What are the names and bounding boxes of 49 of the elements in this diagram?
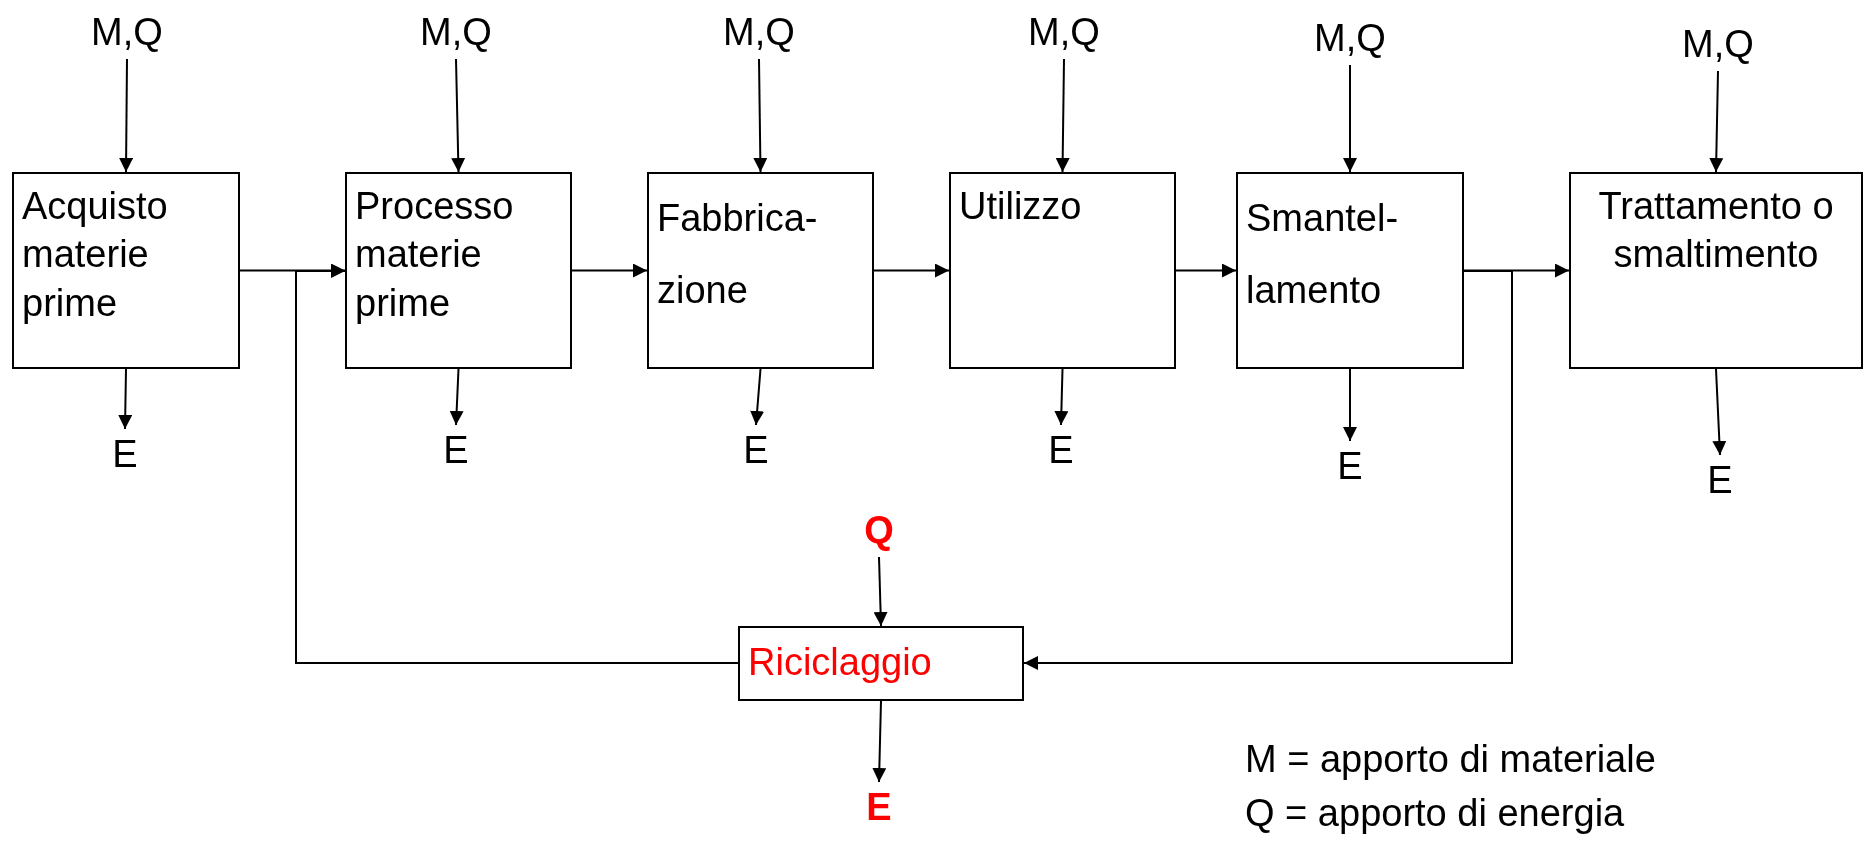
process-box [1236, 172, 1464, 369]
box-label: Utilizzo [959, 184, 1082, 229]
arrow [1343, 64, 1357, 173]
flow-label: E [1665, 455, 1775, 507]
arrow [1054, 368, 1069, 426]
flow-label: M,Q [401, 7, 511, 59]
flow-label: E [401, 425, 511, 477]
arrow [451, 58, 466, 173]
arrow [872, 700, 887, 783]
process-box [738, 626, 1024, 701]
flow-label: E [1006, 425, 1116, 477]
arrow [1712, 368, 1727, 456]
arrow [753, 58, 768, 173]
flow-label: M,Q [704, 7, 814, 59]
process-box [1569, 172, 1863, 369]
box-label: Trattamento o smaltimento [1597, 184, 1835, 278]
process-box [647, 172, 874, 369]
arrow [295, 264, 739, 664]
process-box [12, 172, 240, 369]
process-box [345, 172, 572, 369]
process-box [949, 172, 1176, 369]
box-label: Riciclaggio [748, 640, 932, 685]
arrow [1055, 58, 1070, 173]
arrow [118, 368, 133, 430]
box-label: Smantel- lamento [1246, 196, 1400, 314]
flow-label: Q [824, 505, 934, 557]
arrow [571, 263, 648, 278]
box-label: Fabbrica- zione [657, 196, 819, 314]
arrow [873, 263, 950, 278]
flow-label: M,Q [72, 7, 182, 59]
arrow [1709, 70, 1724, 173]
arrow [1343, 368, 1357, 442]
box-label: Acquisto materie prime [22, 184, 169, 326]
flow-label: E [1295, 441, 1405, 493]
flow-label: M,Q [1663, 19, 1773, 71]
flow-label: E [824, 782, 934, 834]
arrow [750, 368, 765, 426]
flow-label: M,Q [1009, 7, 1119, 59]
flow-label: E [70, 429, 180, 481]
arrow [1175, 263, 1237, 278]
legend-note: Q = apporto di energia [1245, 792, 1625, 835]
arrow [449, 368, 464, 426]
box-label: Processo materie prime [355, 184, 515, 326]
flow-label: E [701, 425, 811, 477]
arrow [873, 556, 888, 627]
legend-note: M = apporto di materiale [1245, 738, 1656, 781]
arrow [119, 58, 134, 173]
arrow [1023, 270, 1513, 670]
flow-label: M,Q [1295, 13, 1405, 65]
